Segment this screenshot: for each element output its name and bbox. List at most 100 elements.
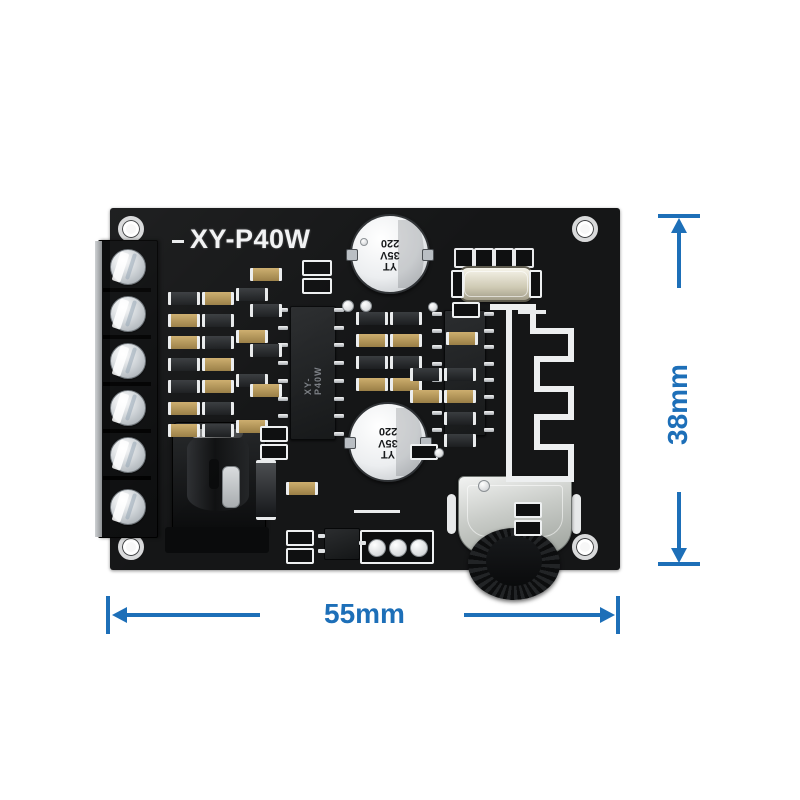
mounting-hole-top-left [118,216,144,242]
smd-resistor [202,402,234,415]
terminal-screw-4[interactable] [110,390,146,426]
terminal-screw-5[interactable] [110,437,146,473]
capacitor-value-top: 220 [380,237,400,250]
antenna-segment-feed [490,304,536,310]
smd-capacitor [168,402,200,415]
dc-jack-base [165,527,269,553]
electrolytic-capacitor-top: YT 35V 220 [346,214,434,294]
terminal-screw-1[interactable] [110,249,146,285]
dimension-width-label: 55mm [324,598,405,629]
capacitor-marking-top: YT 35V 220 [352,216,428,292]
smd-pad [452,302,480,318]
capacitor-value-bottom: 220 [378,425,398,438]
header-pin-3[interactable] [410,539,428,557]
dim-height-line-upper [677,226,681,288]
crystal-pad-1 [454,248,474,268]
dim-width-line-left [124,613,260,617]
capacitor-lead-tab-bottom-left [344,437,356,449]
smd-resistor [202,314,234,327]
capacitor-polarity-band-2 [396,408,422,476]
smd-capacitor [168,336,200,349]
dim-width-line-right [464,613,602,617]
crystal-footprint-left [451,270,464,298]
via [342,300,354,312]
via [434,448,444,458]
capacitor-brand-top: YT [382,259,398,272]
smd-pad [286,548,314,564]
antenna-segment-h5 [534,444,574,450]
crystal-pad-3 [494,248,514,268]
crystal-pad-4 [514,248,534,268]
smd-capacitor [444,390,476,403]
smd-resistor [250,344,282,357]
antenna-segment-h3 [534,386,574,392]
smd-capacitor [356,378,388,391]
terminal-divider-5 [103,476,151,480]
mounting-hole-top-right [572,216,598,242]
terminal-divider-1 [103,288,151,292]
smd-pad [302,260,332,276]
antenna-segment-h2 [534,356,574,362]
antenna-segment-v3 [534,356,540,392]
terminal-screw-3[interactable] [110,343,146,379]
smd-pad [302,278,332,294]
dim-height-arrow-up [671,218,687,233]
capacitor-voltage-bottom: 35V [378,436,398,449]
smd-resistor [168,380,200,393]
smd-resistor [444,368,476,381]
terminal-divider-2 [103,335,151,339]
pot-lug-right [572,494,581,534]
screw-terminal-block [95,240,158,538]
smd-capacitor [410,390,442,403]
dim-width-arrow-right [600,607,615,623]
smd-resistor [410,368,442,381]
smd-resistor [356,312,388,325]
capacitor-voltage-top: 35V [380,248,400,261]
smd-resistor [250,304,282,317]
terminal-divider-4 [103,429,151,433]
dim-height-arrow-down [671,548,687,563]
dim-height-line-lower [677,492,681,552]
terminal-divider-3 [103,382,151,386]
smd-capacitor [446,332,478,345]
smd-resistor [444,434,476,447]
smd-resistor [390,356,422,369]
board-silkscreen-title: XY-P40W [190,224,311,254]
smd-resistor [202,424,234,437]
pcb-board: XY-P40W YT 35V 220 [95,208,620,600]
electrolytic-capacitor-bottom: YT 35V 220 [344,402,432,482]
smd-resistor [168,358,200,371]
smd-pad [260,444,288,460]
smd-capacitor [202,380,234,393]
smd-capacitor [286,482,318,495]
smd-capacitor [390,334,422,347]
via [360,238,368,246]
smd-capacitor [390,378,422,391]
smd-pad [260,426,288,442]
smd-resistor [168,292,200,305]
smd-capacitor [168,314,200,327]
terminal-screw-6[interactable] [110,489,146,525]
smd-resistor [236,288,268,301]
antenna-segment-tail [506,304,512,482]
antenna-segment-v5 [534,414,540,450]
terminal-screw-2[interactable] [110,296,146,332]
pot-knob[interactable] [468,528,560,600]
smd-transistor [318,528,366,560]
via [428,302,438,312]
header-pin-1[interactable] [368,539,386,557]
three-pin-header[interactable] [360,530,434,564]
dc-barrel-jack[interactable] [165,422,269,553]
smd-capacitor [236,330,268,343]
antenna-segment-v2 [568,328,574,362]
smd-pad [514,520,542,536]
via [360,300,372,312]
volume-potentiometer[interactable] [447,476,581,600]
header-pin-2[interactable] [389,539,407,557]
pot-lug-left [447,494,456,534]
smd-resistor [390,312,422,325]
main-ic-pins-right [334,308,344,436]
copper-trace [354,510,400,513]
capacitor-marking-bottom: YT 35V 220 [350,404,426,480]
